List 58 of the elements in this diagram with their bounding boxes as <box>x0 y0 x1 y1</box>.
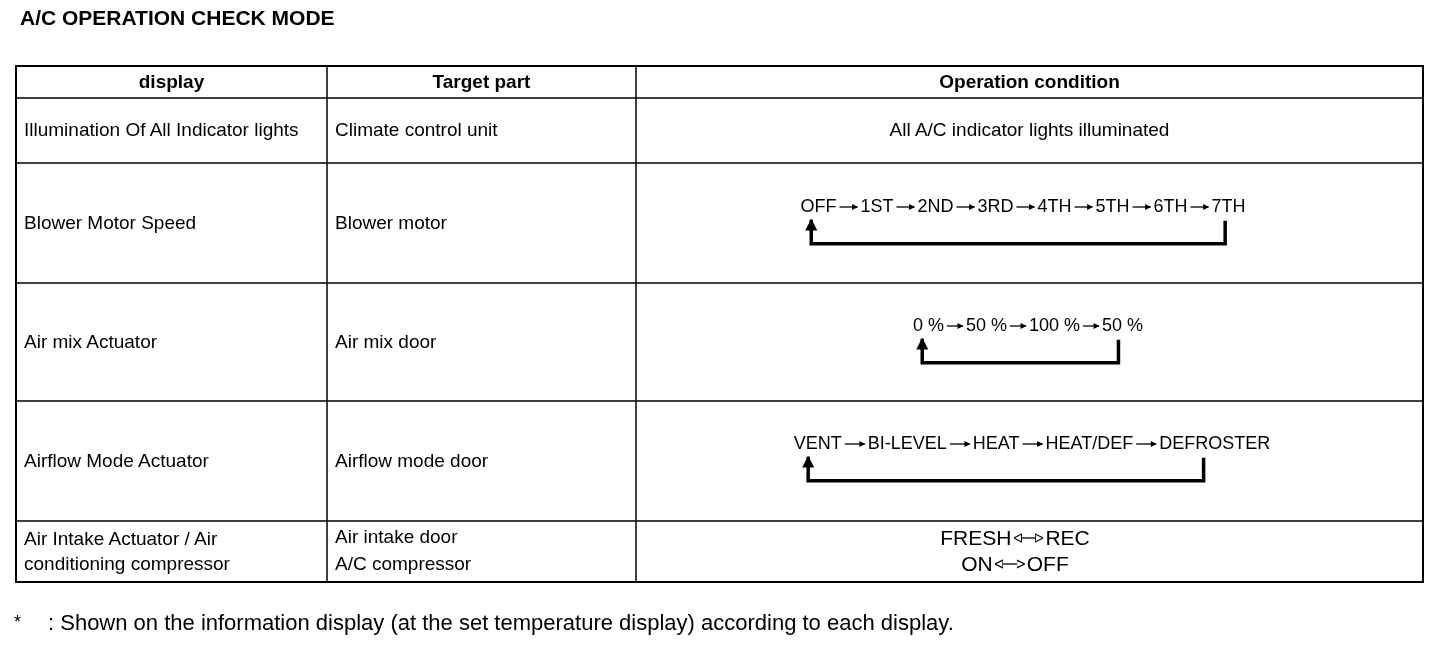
cell-text: Air Intake Actuator / Air conditioning compressor <box>23 526 231 576</box>
state-label: DEFROSTER <box>1159 433 1271 455</box>
arrow <box>844 441 866 447</box>
state-label: 50 % <box>965 315 1007 337</box>
state-label: 7TH <box>1211 196 1246 218</box>
state-label: BI-LEVEL <box>867 433 947 455</box>
footnote: : Shown on the information display (at the set temperature display) according to each display. <box>48 608 955 637</box>
cell-text: Airflow mode door <box>334 448 490 473</box>
cell-text: Climate control unit <box>334 118 499 143</box>
state-label: 1ST <box>860 196 894 218</box>
arrow <box>1082 323 1100 329</box>
state-label: 0 % <box>912 315 944 337</box>
footnote-mark: * <box>14 611 22 635</box>
title: A/C OPERATION CHECK MODE <box>20 6 335 30</box>
return-arrow <box>916 337 1121 365</box>
arrow <box>1009 323 1027 329</box>
cell-text: Air mix door <box>334 329 438 354</box>
arrow <box>946 323 964 329</box>
arrow <box>955 204 976 210</box>
state-label: 6TH <box>1153 196 1188 218</box>
state-label: VENT <box>793 433 842 455</box>
arrow <box>1015 204 1036 210</box>
state-label: 100 % <box>1029 315 1081 337</box>
state-label: FRESH <box>940 525 1012 551</box>
state-label: OFF <box>1026 551 1069 577</box>
cell-text: Illumination Of All Indicator lights <box>23 118 300 143</box>
double-arrow <box>1013 533 1044 543</box>
cell-text: A/C compressor <box>334 551 473 576</box>
cell-text: Blower Motor Speed <box>23 210 198 235</box>
state-label: 50 % <box>1102 315 1144 337</box>
state-label: HEAT/DEF <box>1045 433 1134 455</box>
arrow <box>895 204 916 210</box>
cell-text: Air intake door <box>334 524 459 549</box>
arrow <box>949 441 971 447</box>
double-arrow <box>994 559 1026 569</box>
arrow <box>1131 204 1152 210</box>
return-arrow <box>802 455 1206 483</box>
column-header: Operation condition <box>938 69 1121 94</box>
state-label: ON <box>961 551 993 577</box>
arrow <box>1135 441 1157 447</box>
state-label: OFF <box>800 196 837 218</box>
cell-text: Air mix Actuator <box>23 329 159 354</box>
cell-text: Blower motor <box>334 210 448 235</box>
return-arrow <box>805 218 1227 246</box>
state-label: HEAT <box>972 433 1020 455</box>
state-label: 3RD <box>977 196 1014 218</box>
column-header: display <box>137 69 206 94</box>
cell-text: Airflow Mode Actuator <box>23 448 210 473</box>
arrow <box>1073 204 1094 210</box>
arrow <box>838 204 859 210</box>
state-label: 4TH <box>1037 196 1072 218</box>
arrow <box>1189 204 1210 210</box>
state-label: 2ND <box>917 196 954 218</box>
state-label: REC <box>1045 525 1090 551</box>
state-label: 5TH <box>1095 196 1130 218</box>
arrow <box>1021 441 1044 447</box>
cell-text: All A/C indicator lights illuminated <box>888 118 1171 143</box>
column-header: Target part <box>431 69 532 94</box>
